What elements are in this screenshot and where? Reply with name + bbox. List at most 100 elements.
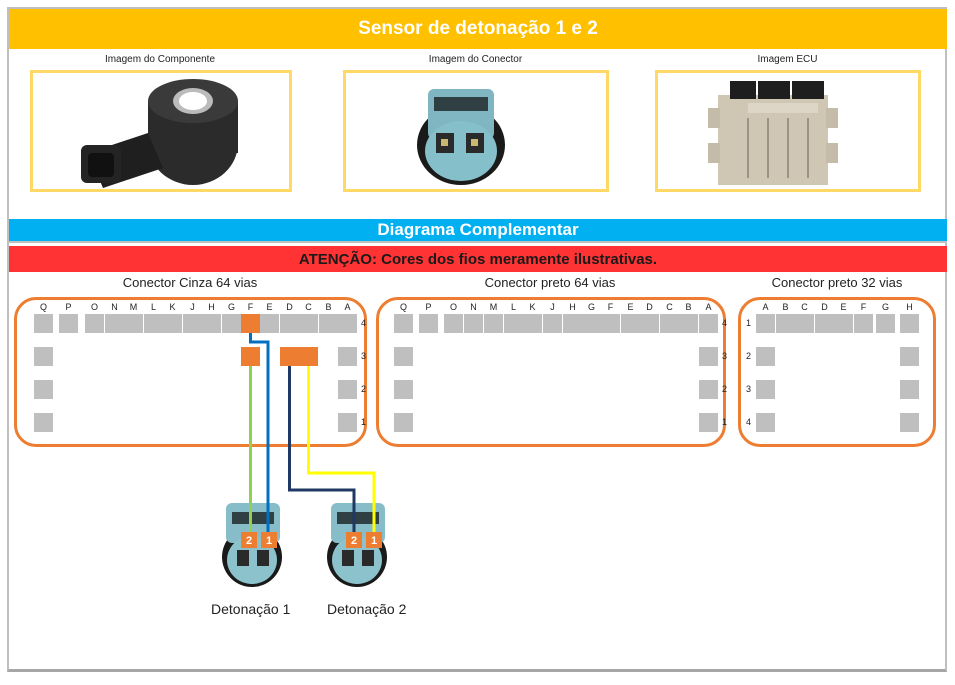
connector-image [417, 89, 505, 185]
pin-e4 [260, 314, 279, 333]
row-label: 2 [746, 351, 752, 361]
pin-k4 [523, 314, 542, 333]
connector-black-64 [376, 297, 726, 447]
pin-j4 [183, 314, 202, 333]
column-label: M [129, 302, 138, 312]
sensor-pin-number: 2 [351, 535, 357, 547]
column-label: F [247, 302, 254, 312]
pin-o4 [85, 314, 104, 333]
column-label: A [705, 302, 712, 312]
column-label: B [685, 302, 692, 312]
pin-e1 [834, 314, 853, 333]
column-label: D [821, 302, 828, 312]
column-label: K [529, 302, 536, 312]
row-label: 3 [722, 351, 728, 361]
pin-a4 [338, 314, 357, 333]
pin-h1 [900, 314, 919, 333]
pin-a4 [756, 413, 775, 432]
column-label: O [90, 302, 98, 312]
column-label: E [840, 302, 847, 312]
pin-c1 [795, 314, 814, 333]
column-label: Q [39, 302, 47, 312]
ecu-image-label: Imagem ECU [757, 54, 818, 65]
column-label: P [425, 302, 432, 312]
pin-b4 [319, 314, 338, 333]
row-label: 1 [746, 318, 752, 328]
column-label: K [169, 302, 176, 312]
column-label: M [489, 302, 498, 312]
column-label: J [190, 302, 195, 312]
pin-q3 [394, 347, 413, 366]
column-label: L [150, 302, 156, 312]
column-label: Q [399, 302, 407, 312]
sensor-pin-number: 1 [371, 535, 377, 547]
column-label: D [646, 302, 653, 312]
column-label: G [227, 302, 235, 312]
pin-a2 [338, 380, 357, 399]
column-label: C [801, 302, 808, 312]
pin-q2 [34, 380, 53, 399]
pin-f3 [241, 347, 260, 366]
column-label: F [860, 302, 867, 312]
row-label: 4 [361, 318, 367, 328]
column-label: E [627, 302, 634, 312]
connector-black-32-title: Conector preto 32 vias [771, 275, 903, 290]
pin-d4 [280, 314, 299, 333]
page-title: Sensor de detonação 1 e 2 [9, 9, 947, 49]
column-label: H [569, 302, 576, 312]
row-label: 1 [722, 417, 728, 427]
sensor-pin-badge [366, 532, 382, 548]
wire-d3 [288, 366, 356, 532]
pin-a2 [699, 380, 718, 399]
column-label: A [344, 302, 351, 312]
pin-l4 [144, 314, 163, 333]
sensor-pin-number: 1 [266, 535, 272, 547]
pin-n4 [464, 314, 483, 333]
pin-q4 [394, 314, 413, 333]
pin-m4 [124, 314, 143, 333]
wire-c3 [307, 366, 376, 532]
pin-h4 [202, 314, 221, 333]
column-label: N [470, 302, 477, 312]
component-image-frame [30, 70, 292, 192]
pin-a1 [338, 413, 357, 432]
connector-image-frame [343, 70, 609, 192]
connector-black-64-title: Conector preto 64 vias [484, 275, 616, 290]
pin-e4 [621, 314, 640, 333]
ecu-image [708, 81, 838, 185]
column-label: G [587, 302, 595, 312]
row-label: 1 [361, 417, 367, 427]
column-label: G [881, 302, 889, 312]
column-label: P [65, 302, 72, 312]
pin-h4 [900, 413, 919, 432]
knock-sensor-image [81, 79, 238, 188]
pin-h3 [900, 380, 919, 399]
column-label: F [607, 302, 614, 312]
sensor-pin-badge [346, 532, 362, 548]
pin-m4 [484, 314, 503, 333]
pin-b1 [776, 314, 795, 333]
component-image-label: Imagem do Componente [104, 54, 216, 65]
pin-g4 [222, 314, 241, 333]
pin-c4 [660, 314, 679, 333]
pin-g1 [876, 314, 895, 333]
column-label: B [782, 302, 789, 312]
pin-a3 [338, 347, 357, 366]
pin-q1 [394, 413, 413, 432]
connector-black-32 [738, 297, 936, 447]
pin-n4 [105, 314, 124, 333]
column-label: L [510, 302, 516, 312]
connector-image-label: Imagem do Conector [428, 54, 523, 65]
pin-p4 [419, 314, 438, 333]
ecu-image-frame [655, 70, 921, 192]
connector-grey-64 [14, 297, 367, 447]
pin-j4 [543, 314, 562, 333]
row-label: 2 [722, 384, 728, 394]
sensor-pin-number: 2 [246, 535, 252, 547]
pin-q2 [394, 380, 413, 399]
sensor-pin-badge [241, 532, 257, 548]
pin-b4 [679, 314, 698, 333]
column-label: N [111, 302, 118, 312]
sensor-pin-badge [261, 532, 277, 548]
